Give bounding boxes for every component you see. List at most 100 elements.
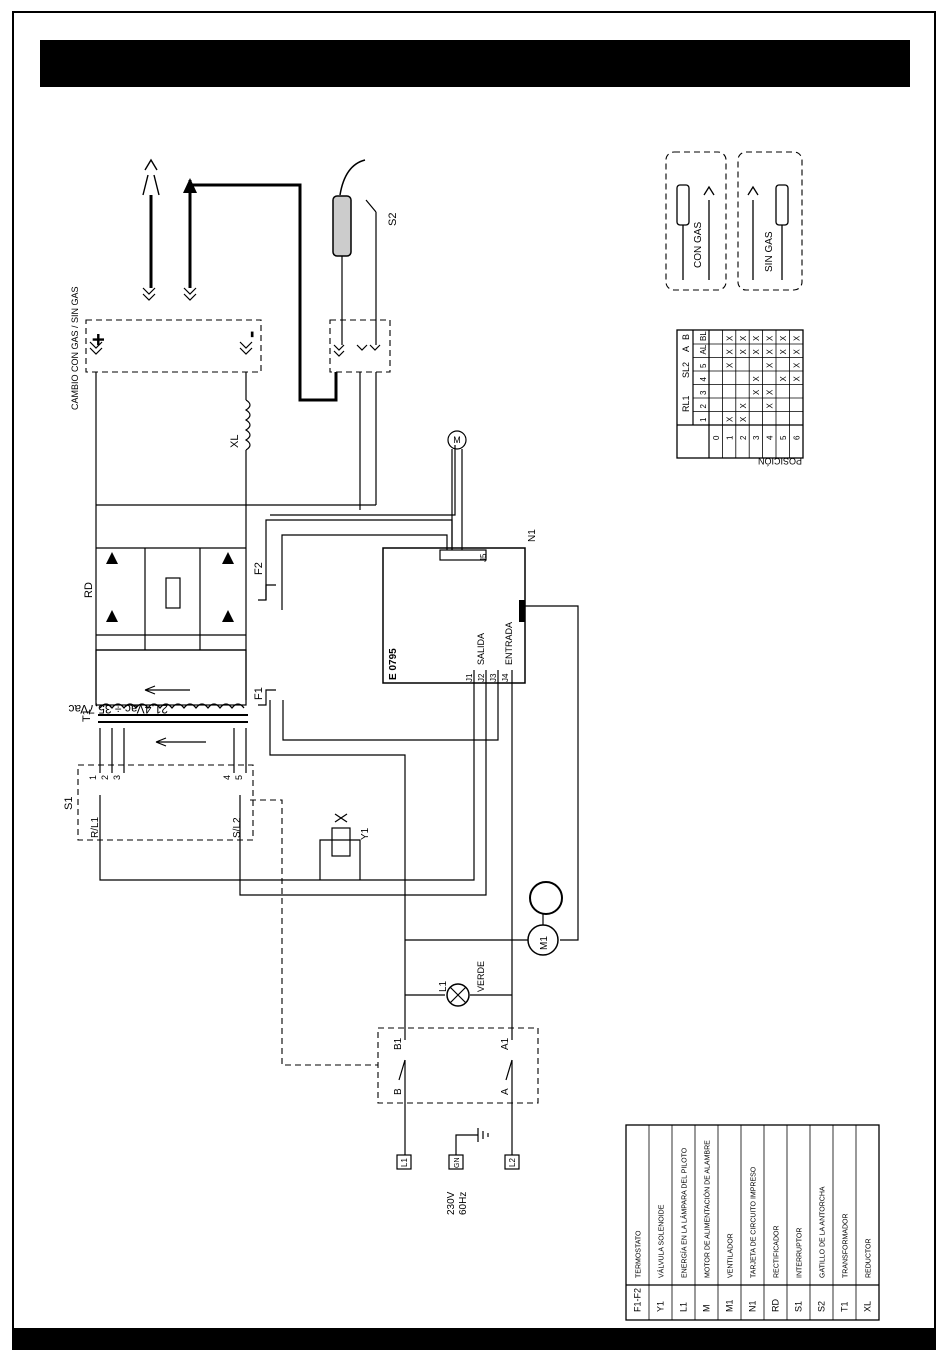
posicion-label: POSICIÓN	[758, 456, 802, 466]
b-label: B	[393, 1088, 404, 1095]
b-col-label: B	[681, 334, 691, 340]
j2-label: J2	[477, 673, 486, 682]
sl2-label: SL2	[681, 362, 691, 378]
table-mark: X	[766, 362, 775, 368]
legend-desc: TARJETA DE CIRCUITO IMPRESO	[751, 1166, 758, 1278]
legend-code: S1	[794, 1301, 804, 1312]
rd-label: RD	[83, 582, 95, 598]
table-mark: X	[766, 389, 775, 395]
table-col-header: AL	[699, 344, 708, 354]
b1-label: B1	[393, 1037, 404, 1050]
table-row-position: 6	[792, 435, 801, 440]
j4-label: J4	[501, 673, 510, 682]
table-mark: X	[739, 335, 748, 341]
term-l1-label: L1	[400, 1158, 409, 1167]
con-gas-label: CON GAS	[693, 222, 704, 268]
s1-label: S1	[63, 797, 75, 810]
sin-gas-box	[737, 151, 803, 291]
f2-thermostat	[258, 584, 276, 601]
legend-code: M	[702, 1305, 712, 1313]
tap-2: 2	[100, 775, 110, 780]
header-bar	[40, 40, 910, 87]
loop-wire	[190, 183, 338, 402]
table-mark: X	[752, 389, 761, 395]
table-mark: X	[752, 335, 761, 341]
motor-m-icon	[447, 430, 467, 450]
r-l1-label: R/L1	[90, 816, 101, 838]
table-mark: X	[725, 335, 734, 341]
y1-label: Y1	[360, 827, 371, 840]
table-mark: X	[739, 416, 748, 422]
legend-desc: INTERRUPTOR	[797, 1228, 804, 1278]
torch-icon	[332, 159, 366, 345]
tap-3: 3	[112, 775, 122, 780]
salida-label: SALIDA	[476, 633, 486, 665]
sin-gas-icons	[747, 184, 789, 280]
table-mark: X	[792, 349, 801, 355]
table-mark: X	[766, 349, 775, 355]
legend-code: N1	[748, 1300, 758, 1312]
tap-1: 1	[88, 775, 98, 780]
table-mark: X	[792, 335, 801, 341]
connector-chevrons	[89, 287, 381, 357]
table-row-position: 2	[739, 435, 748, 440]
s2-label: S2	[387, 213, 399, 226]
table-mark: X	[766, 403, 775, 409]
terminal-l1	[396, 1154, 412, 1170]
table-row-position: 3	[752, 435, 761, 440]
plus-label: +	[86, 333, 111, 346]
n1-label: N1	[527, 529, 538, 542]
legend-code: XL	[863, 1301, 873, 1312]
f2-label: F2	[253, 562, 265, 575]
f1-thermostat	[258, 689, 276, 706]
table-mark: X	[725, 416, 734, 422]
footer-bar	[12, 1328, 936, 1350]
s1-switch-box	[77, 764, 254, 841]
legend-desc: VÁLVULA SOLENOIDE	[657, 1204, 666, 1278]
legend-code: S2	[817, 1301, 827, 1312]
term-gn-label: GN	[454, 1158, 461, 1169]
transformer-windings	[98, 685, 248, 773]
table-mark: X	[752, 349, 761, 355]
table-mark: X	[792, 376, 801, 382]
l1-label: L1	[438, 980, 449, 992]
legend-code: F1-F2	[633, 1288, 643, 1312]
legend-desc: MOTOR DE ALIMENTACIÓN DE ALAMBRE	[703, 1140, 712, 1278]
table-col-header: 3	[699, 390, 708, 395]
a1-label: A1	[500, 1037, 511, 1050]
table-row-position: 5	[779, 435, 788, 440]
supply-voltage-label: 230V	[446, 1191, 457, 1215]
tap-4: 4	[222, 775, 232, 780]
table-mark: X	[725, 349, 734, 355]
legend-desc: TERMOSTATO	[636, 1230, 643, 1278]
table-col-header: 2	[699, 404, 708, 409]
j3-label: J3	[489, 673, 498, 682]
con-gas-icons	[676, 184, 715, 280]
legend-code: T1	[840, 1301, 850, 1312]
y1-solenoid	[331, 813, 351, 857]
fan-icon	[529, 881, 563, 915]
a-col-label: A	[681, 346, 691, 352]
main-wiring	[95, 372, 579, 1155]
table-col-header: BL	[699, 331, 708, 341]
con-gas-box	[665, 151, 727, 291]
table-mark: X	[779, 376, 788, 382]
a-label: A	[500, 1088, 511, 1095]
table-row-position: 0	[712, 435, 721, 440]
legend-desc: RECTIFICADOR	[774, 1226, 781, 1279]
legend-desc: VENTILADOR	[728, 1233, 735, 1278]
table-mark: X	[779, 335, 788, 341]
s2-switch	[365, 199, 377, 345]
legend-desc: TRANSFORMADOR	[843, 1213, 850, 1278]
board-connector	[519, 600, 525, 622]
legend-code: M1	[725, 1299, 735, 1312]
motor-m-label: M	[453, 435, 461, 445]
pilot-lamp-icon	[446, 983, 470, 1007]
table-col-header: 1	[699, 417, 708, 422]
main-switch-contacts	[398, 1059, 513, 1081]
j1-label: J1	[465, 673, 474, 682]
earth-symbol-icon	[455, 1128, 489, 1155]
pilot-lamp-cross	[449, 986, 467, 1004]
table-col-header: 4	[699, 377, 708, 382]
